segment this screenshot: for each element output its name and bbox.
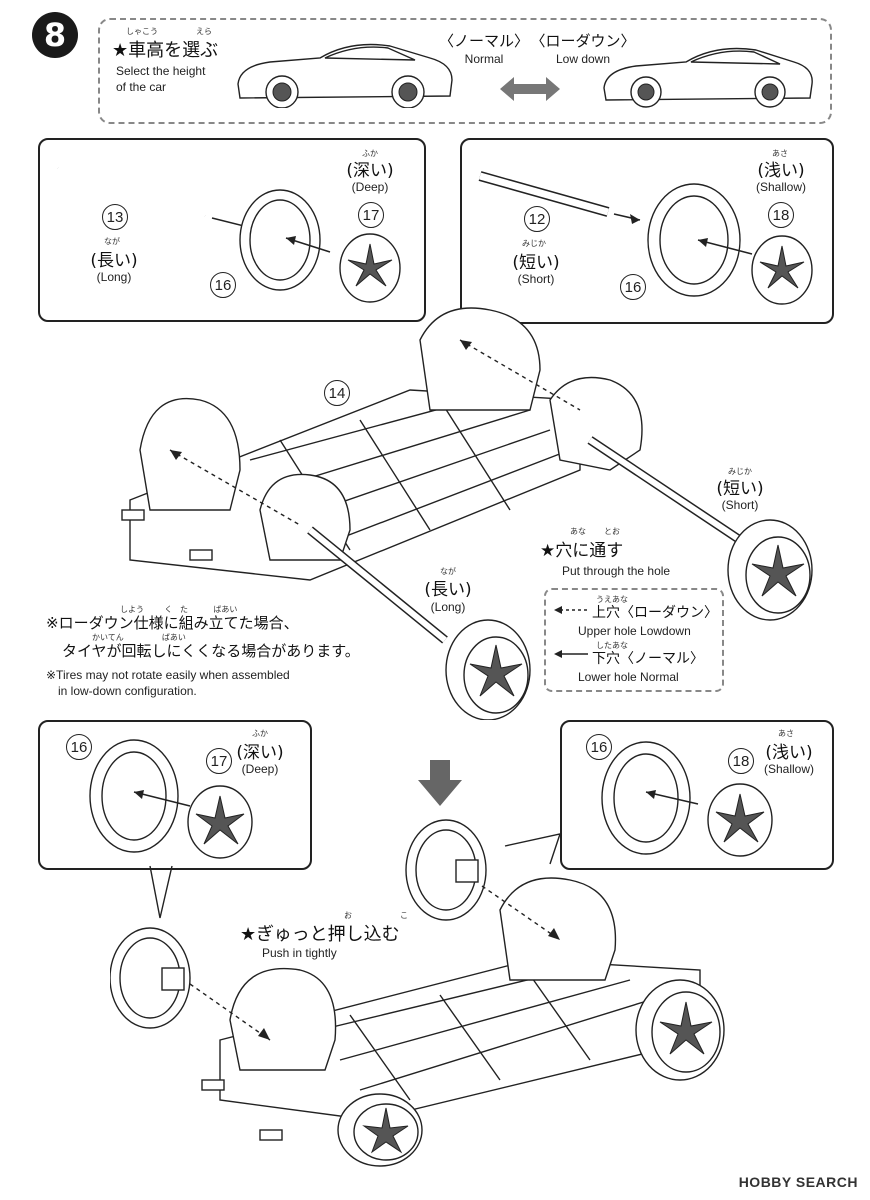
br-part-16-label: 16: [586, 734, 612, 760]
upper-hole-en: Upper hole Lowdown: [578, 624, 691, 638]
height-select-title: ★車高を選ぶ: [112, 40, 219, 61]
bl-deep-en: (Deep): [241, 762, 279, 776]
deep-ruby: ふか: [362, 149, 378, 158]
part-12-label: 12: [524, 206, 550, 232]
through-label-jp: ★穴に通す: [540, 541, 624, 561]
step-number: 8: [43, 16, 67, 54]
ruby-erabu: えら: [196, 27, 212, 36]
chassis-long-en: (Long): [430, 600, 466, 614]
lowdown-label-jp: 〈ローダウン〉: [530, 32, 636, 50]
normal-label-en: Normal: [464, 52, 504, 66]
bl-part-16-label: 16: [66, 734, 92, 760]
part-14-label: 14: [324, 380, 350, 406]
part-16-label-right: 16: [620, 274, 646, 300]
step-number-badge: 8: [32, 12, 78, 58]
br-shallow-jp: (浅い): [765, 743, 813, 763]
long-label-jp: (長い): [90, 251, 138, 271]
chassis-long-jp: (長い): [424, 580, 472, 600]
through-ruby-ana: あな: [570, 527, 586, 536]
part-16-label: 16: [210, 272, 236, 298]
note-en-1: ※Tires may not rotate easily when assemb…: [46, 668, 290, 682]
push-ruby-ko: こ: [400, 911, 408, 920]
short-label-en: (Short): [517, 272, 555, 286]
note-ruby-1: しよう く た ばあい: [120, 605, 238, 614]
hole-legend-box: [544, 588, 724, 692]
shallow-label-en: (Shallow): [755, 180, 806, 194]
br-shallow-ruby: あさ: [778, 729, 794, 738]
through-label-en: Put through the hole: [562, 564, 671, 578]
part-13-label: 13: [102, 204, 128, 230]
short-ruby: みじか: [522, 239, 546, 248]
part-17-label: 17: [358, 202, 384, 228]
short-axle-illustration: [478, 171, 813, 305]
short-label-jp: (短い): [512, 253, 560, 273]
long-label-en: (Long): [96, 270, 132, 284]
long-ruby: なが: [104, 237, 120, 246]
note-en-2: in low-down configuration.: [58, 684, 197, 698]
shallow-label-jp: (浅い): [757, 161, 805, 181]
br-part-18-label: 18: [728, 748, 754, 774]
push-ruby-o: お: [344, 911, 352, 920]
lower-hole-jp: 下穴〈ノーマル〉: [592, 651, 704, 667]
normal-car-illustration: [237, 43, 453, 108]
deep-label-jp: (深い): [346, 161, 394, 181]
bl-part-17-label: 17: [206, 748, 232, 774]
shallow-wheel-illustration: [601, 741, 773, 857]
bl-deep-ruby: ふか: [252, 729, 268, 738]
height-select-en-1: Select the height: [116, 64, 206, 78]
note-jp-2: タイヤが回転しにくくなる場合があります。: [62, 642, 360, 660]
upper-hole-ruby: うえあな: [596, 595, 628, 604]
long-axle-illustration: [56, 164, 401, 303]
chassis-short-ruby: みじか: [728, 467, 752, 476]
push-label-jp: ★ぎゅっと押し込む: [240, 924, 400, 945]
chassis-long-ruby: なが: [440, 567, 456, 576]
part-18-label: 18: [768, 202, 794, 228]
lower-hole-en: Lower hole Normal: [578, 670, 679, 684]
bl-deep-jp: (深い): [236, 743, 284, 763]
note-ruby-2: かいてん ばあい: [92, 633, 186, 642]
lowdown-car-illustration: [603, 47, 813, 108]
note-jp-1: ※ローダウン仕様に組み立てた場合、: [46, 614, 299, 632]
hobby-search-watermark: HOBBY SEARCH: [738, 1174, 858, 1190]
down-arrow-icon: [418, 760, 462, 806]
final-chassis-illustration: [110, 819, 725, 1167]
deep-wheel-illustration: [89, 739, 253, 859]
deep-label-en: (Deep): [351, 180, 389, 194]
through-ruby-too: とお: [604, 527, 620, 536]
lower-hole-ruby: したあな: [596, 641, 628, 650]
height-select-en-2: of the car: [116, 80, 167, 94]
chassis-illustration: [121, 307, 813, 720]
height-select-box: [98, 18, 832, 124]
upper-hole-jp: 上穴〈ローダウン〉: [592, 605, 718, 621]
br-shallow-en: (Shallow): [763, 762, 814, 776]
ruby-shakou: しゃこう: [126, 27, 158, 36]
chassis-short-jp: (短い): [716, 479, 764, 499]
chassis-short-en: (Short): [721, 498, 759, 512]
shallow-ruby: あさ: [772, 149, 788, 158]
push-label-en: Push in tightly: [262, 946, 337, 960]
lowdown-label-en: Low down: [555, 52, 611, 66]
hole-legend-arrows: [554, 606, 588, 658]
double-arrow-icon: [500, 77, 560, 101]
normal-label-jp: 〈ノーマル〉: [438, 32, 529, 50]
